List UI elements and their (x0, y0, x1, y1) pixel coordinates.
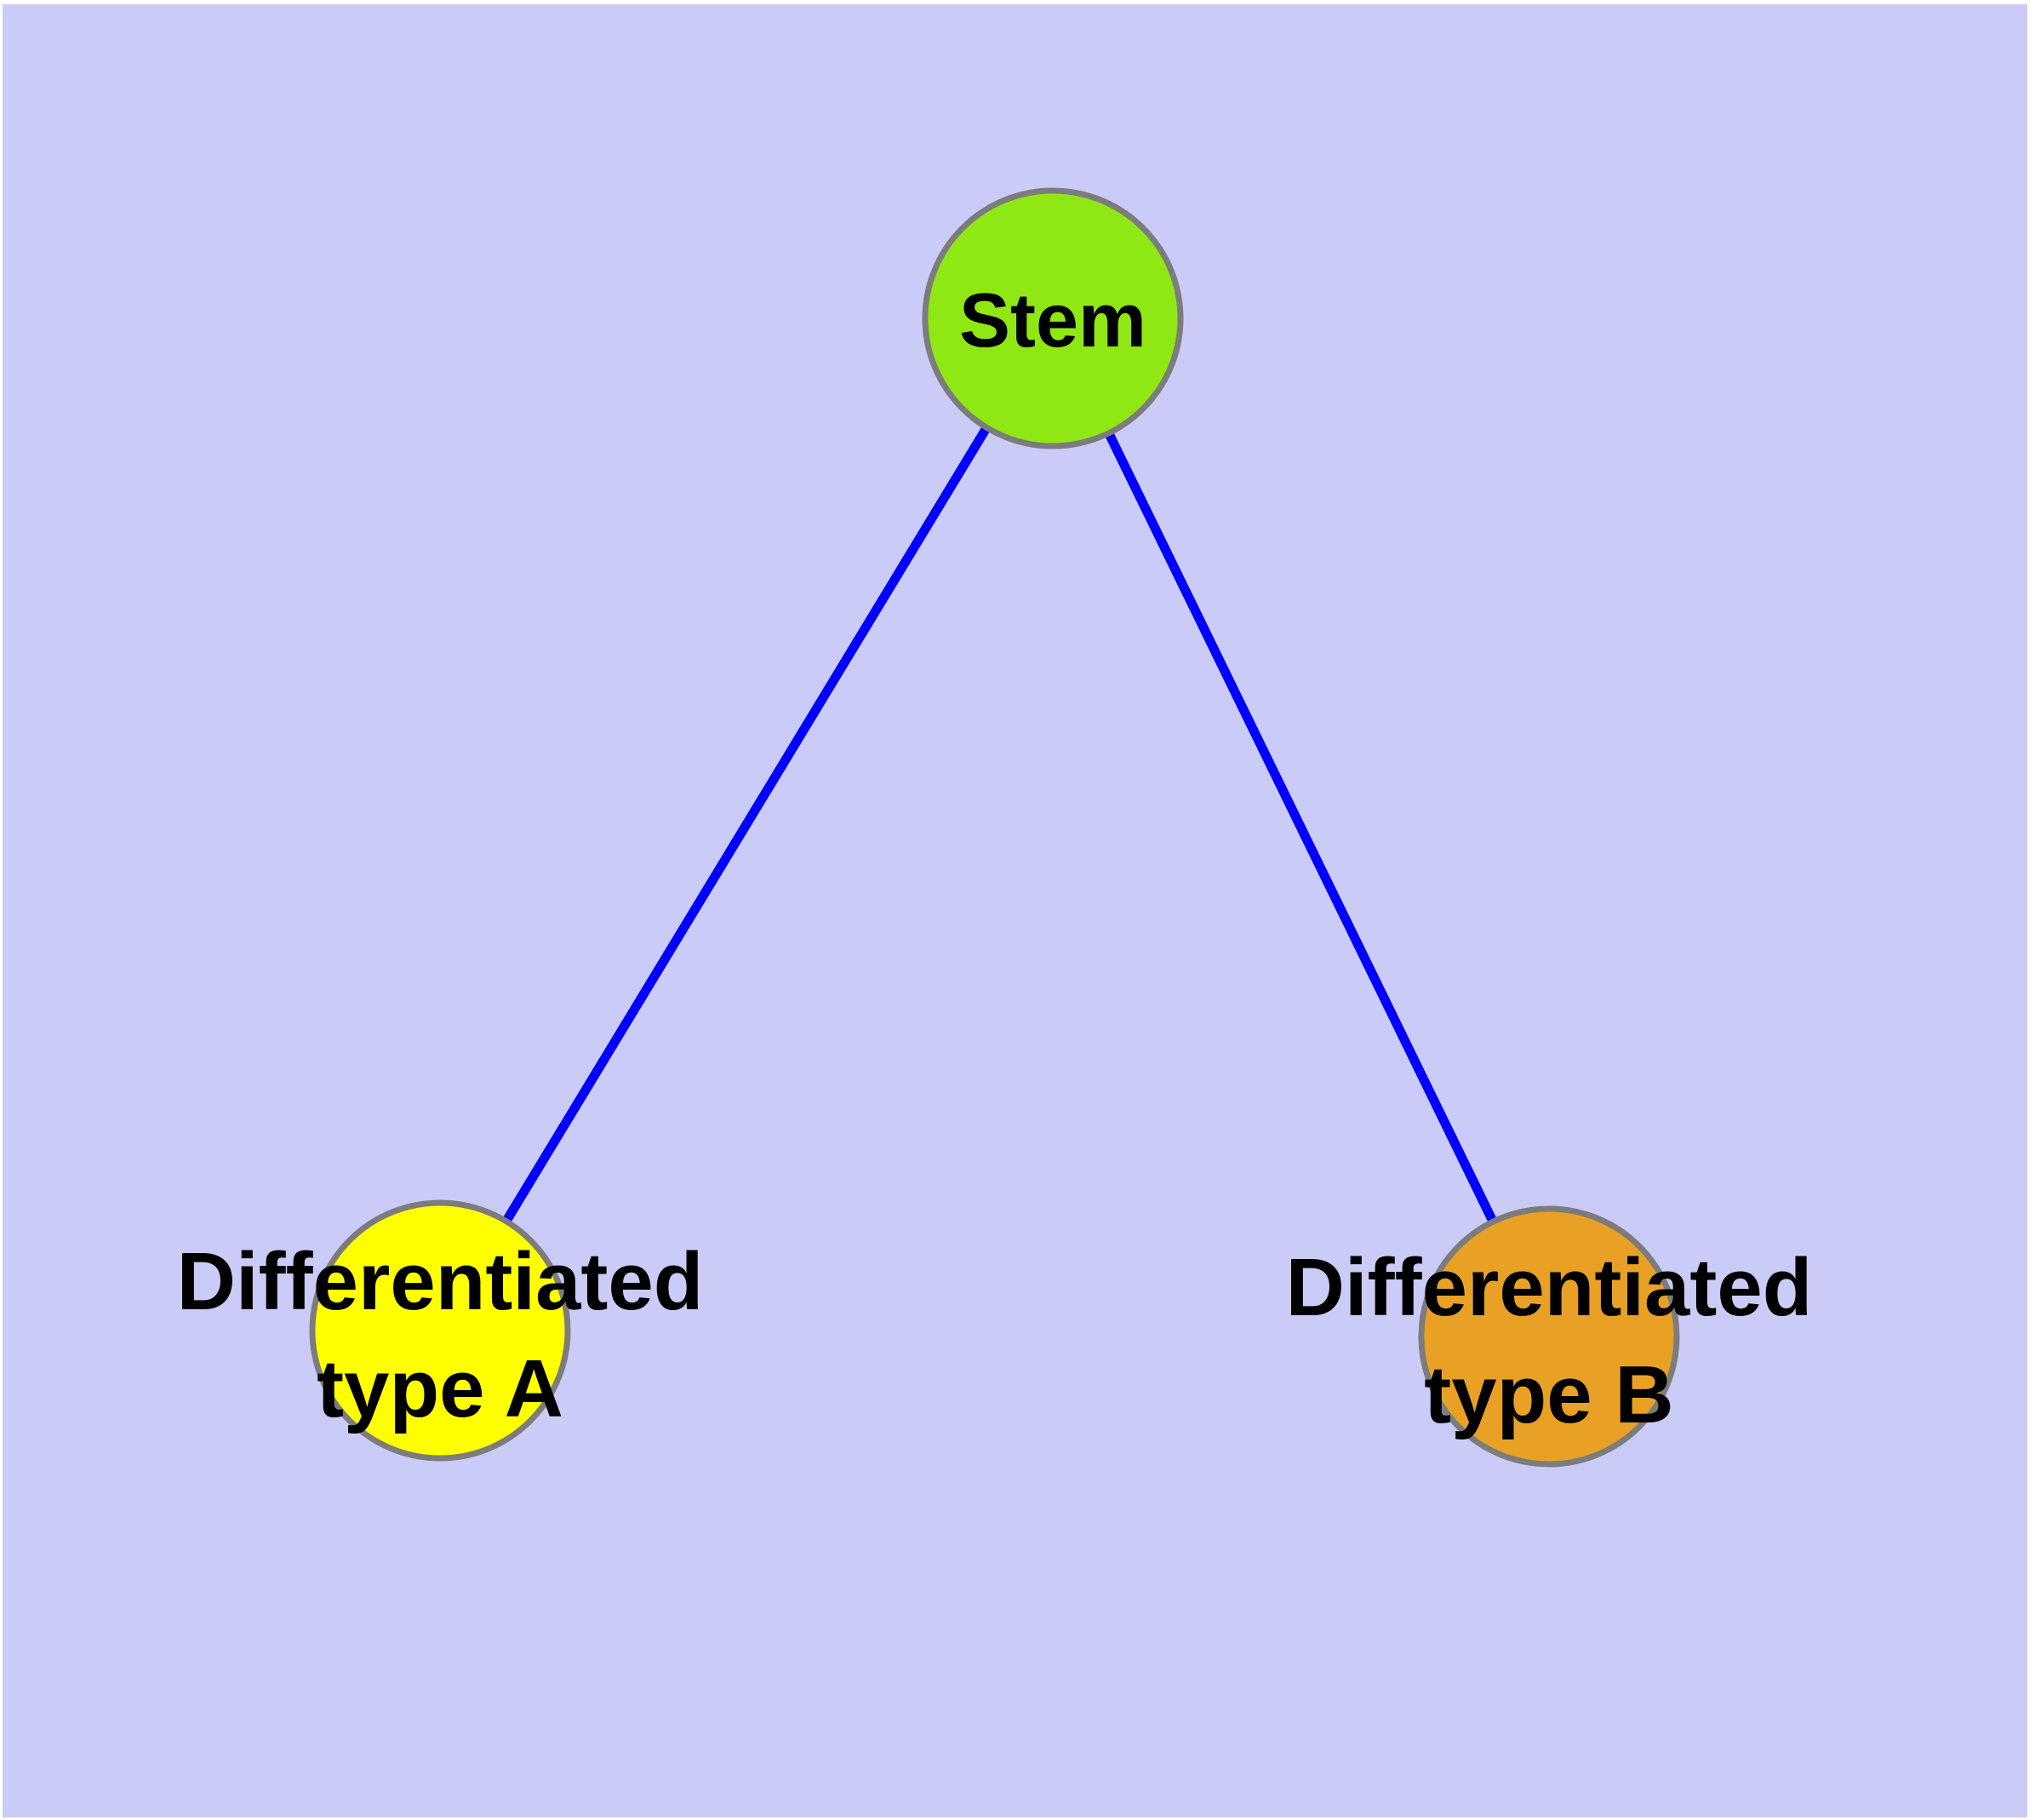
node-differentiated-type-b-label-line2: type B (1424, 1349, 1673, 1440)
node-differentiated-type-a-circle (309, 1199, 571, 1462)
node-differentiated-type-b-circle (1418, 1205, 1680, 1468)
node-stem-circle (922, 187, 1184, 449)
edges (436, 316, 1553, 1339)
node-differentiated-type-b: Differentiated type B (1286, 1205, 1813, 1468)
edge-stem-to-type-a (436, 316, 1057, 1333)
node-differentiated-type-a-label-line1: Differentiated (177, 1236, 704, 1327)
node-differentiated-type-b-label-line1: Differentiated (1286, 1242, 1813, 1333)
node-differentiated-type-a: Differentiated type A (177, 1199, 704, 1462)
node-differentiated-type-a-label-line2: type A (317, 1343, 563, 1434)
node-stem: Stem (922, 187, 1184, 449)
edge-stem-to-type-b (1049, 316, 1553, 1339)
node-stem-label: Stem (959, 278, 1146, 363)
